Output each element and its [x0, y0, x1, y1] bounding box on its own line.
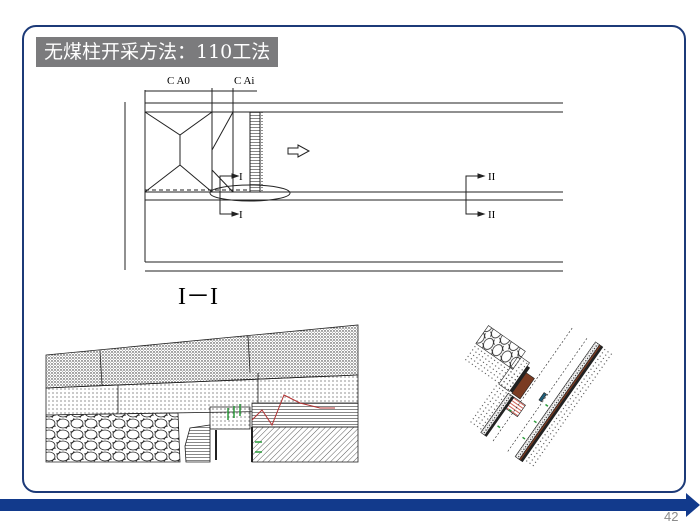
section-mark-i-top: I — [239, 171, 243, 183]
section-mark-ii-bottom: II — [488, 209, 496, 221]
slide-title: 无煤柱开采方法：110工法 — [36, 37, 279, 67]
page-number: 42 — [664, 509, 679, 524]
section-title: I－I — [178, 284, 218, 310]
section-mark-ii-top: II — [488, 171, 496, 183]
dimension-label-ca0: C A0 — [167, 75, 190, 87]
dimension-label-cai: C Ai — [234, 75, 254, 87]
section-view-diagram — [45, 324, 359, 463]
slide-frame — [22, 25, 686, 493]
section-mark-i-bottom: I — [239, 209, 243, 221]
plan-view-diagram — [124, 88, 563, 272]
perspective-view-diagram — [464, 325, 615, 470]
arrow-right-icon — [686, 493, 700, 517]
bottom-progress-bar — [0, 499, 688, 511]
